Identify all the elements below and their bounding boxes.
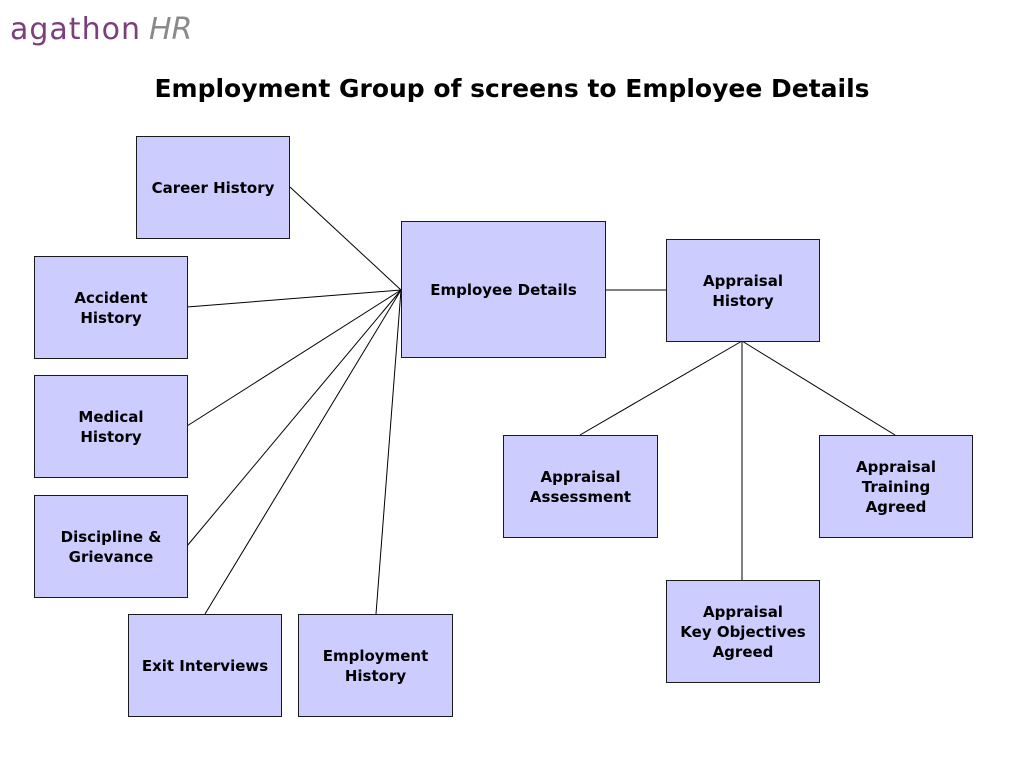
edge-employment-history <box>375 289 402 615</box>
node-exit-interviews[interactable]: Exit Interviews <box>128 614 282 717</box>
edge-exit-interviews <box>204 289 402 615</box>
node-medical-history[interactable]: Medical History <box>34 375 188 478</box>
node-appraisal-assessment[interactable]: Appraisal Assessment <box>503 435 658 538</box>
logo-product: HR <box>148 12 193 47</box>
page-title: Employment Group of screens to Employee … <box>154 74 870 103</box>
node-career-history[interactable]: Career History <box>136 136 290 239</box>
edge-career-history <box>289 186 402 291</box>
edge-appraisal-assessment <box>579 340 743 436</box>
node-accident-history[interactable]: Accident History <box>34 256 188 359</box>
logo-brand: agathon <box>10 12 141 47</box>
edge-medical-history <box>186 289 402 427</box>
edge-discipline-grievance <box>186 289 402 547</box>
node-appraisal-training-agreed[interactable]: Appraisal Training Agreed <box>819 435 973 538</box>
edge-accident-history <box>186 289 402 308</box>
node-employee-details[interactable]: Employee Details <box>401 221 606 358</box>
node-employment-history[interactable]: Employment History <box>298 614 453 717</box>
node-discipline-grievance[interactable]: Discipline & Grievance <box>34 495 188 598</box>
node-appraisal-history[interactable]: Appraisal History <box>666 239 820 342</box>
logo: agathon HR <box>10 12 192 52</box>
node-appraisal-key-objectives-agreed[interactable]: Appraisal Key Objectives Agreed <box>666 580 820 683</box>
edge-appraisal-training <box>741 340 896 436</box>
